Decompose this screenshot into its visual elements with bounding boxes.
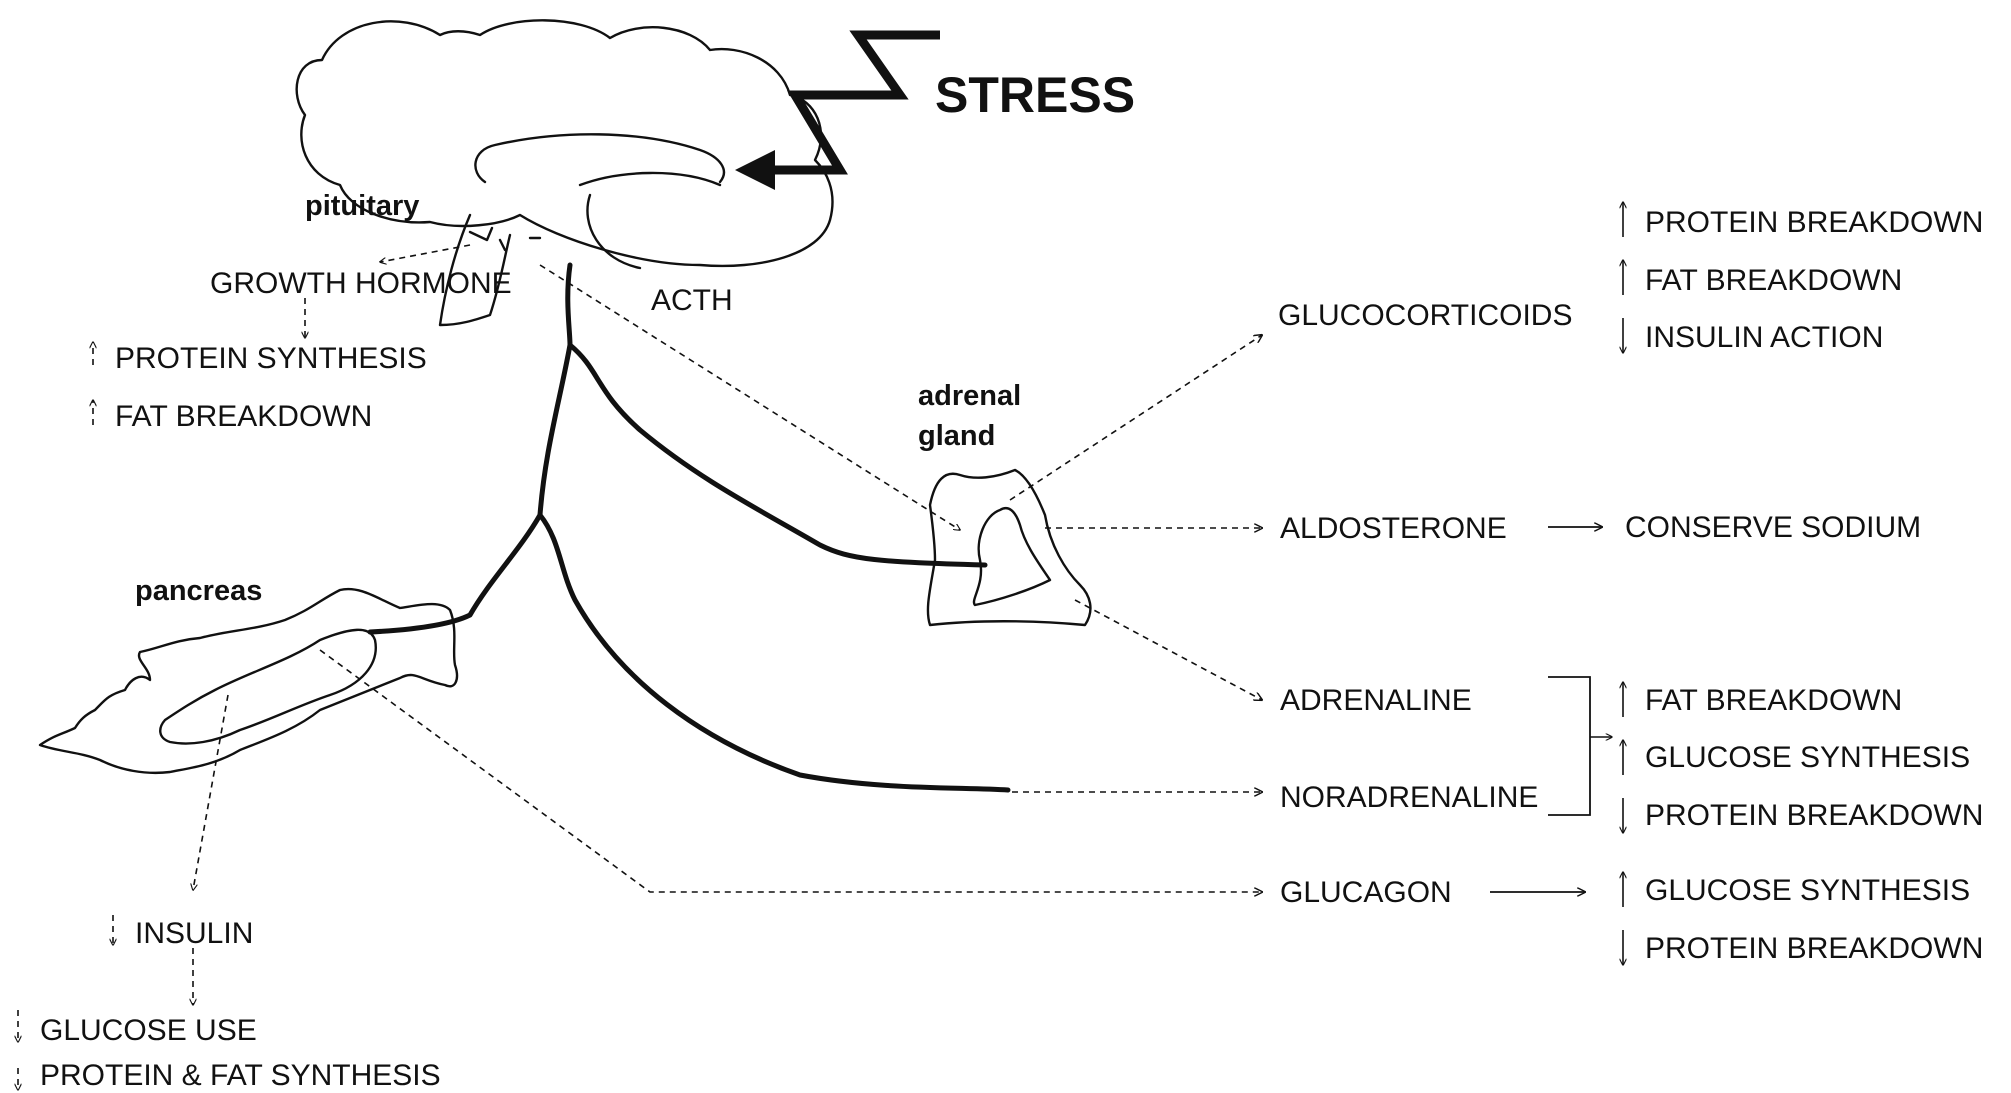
glucocorticoids-label: GLUCOCORTICOIDS: [1278, 299, 1572, 332]
gh-effect-1: PROTEIN SYNTHESIS: [115, 342, 427, 375]
insulin-effects: GLUCOSE USE PROTEIN & FAT SYNTHESIS: [18, 1010, 441, 1092]
glucocorticoid-effect-1: PROTEIN BREAKDOWN: [1645, 206, 1983, 239]
adrenal-to-glucocorticoids-arrow: [1010, 335, 1262, 500]
growth-hormone-label: GROWTH HORMONE: [210, 267, 512, 300]
pancreas-outline: [40, 589, 457, 773]
adrenal-label-line2: gland: [918, 420, 995, 452]
catecholamine-effect-2: GLUCOSE SYNTHESIS: [1645, 741, 1970, 774]
insulin-effect-1: GLUCOSE USE: [40, 1014, 257, 1047]
glucagon-effect-2: PROTEIN BREAKDOWN: [1645, 932, 1983, 965]
pancreas-to-insulin-arrow: [193, 695, 228, 890]
glucagon-label: GLUCAGON: [1280, 876, 1452, 909]
aldosterone-effect: CONSERVE SODIUM: [1625, 511, 1921, 544]
noradrenaline-label: NORADRENALINE: [1280, 781, 1538, 814]
growth-hormone-effects: PROTEIN SYNTHESIS FAT BREAKDOWN: [93, 342, 427, 433]
acth-label: ACTH: [651, 284, 733, 317]
stress-label: STRESS: [935, 67, 1135, 123]
catecholamine-bracket: [1548, 677, 1590, 815]
glucocorticoid-effects: PROTEIN BREAKDOWN FAT BREAKDOWN INSULIN …: [1623, 202, 1983, 354]
glucocorticoid-effect-3: INSULIN ACTION: [1645, 321, 1883, 354]
glucagon-effect-1: GLUCOSE SYNTHESIS: [1645, 874, 1970, 907]
glucagon-effects: GLUCOSE SYNTHESIS PROTEIN BREAKDOWN: [1623, 872, 1983, 965]
stress-lightning-bolt: [735, 35, 940, 190]
catecholamine-effect-1: FAT BREAKDOWN: [1645, 684, 1902, 717]
insulin-label: INSULIN: [135, 917, 253, 950]
insulin-effect-2: PROTEIN & FAT SYNTHESIS: [40, 1059, 441, 1092]
acth-to-adrenal-arrow: [540, 265, 960, 530]
pancreas-label: pancreas: [135, 575, 262, 607]
aldosterone-label: ALDOSTERONE: [1280, 512, 1507, 545]
gh-effect-2: FAT BREAKDOWN: [115, 400, 372, 433]
nerve-pathways: [370, 265, 1008, 790]
catecholamine-effect-3: PROTEIN BREAKDOWN: [1645, 799, 1983, 832]
adrenaline-label: ADRENALINE: [1280, 684, 1472, 717]
glucocorticoid-effect-2: FAT BREAKDOWN: [1645, 264, 1902, 297]
adrenal-gland-outline: [928, 470, 1091, 625]
pituitary-label: pituitary: [305, 190, 419, 222]
catecholamine-effects: FAT BREAKDOWN GLUCOSE SYNTHESIS PROTEIN …: [1623, 682, 1983, 833]
adrenal-to-adrenaline-arrow: [1075, 600, 1262, 700]
adrenal-label-line1: adrenal: [918, 380, 1021, 412]
